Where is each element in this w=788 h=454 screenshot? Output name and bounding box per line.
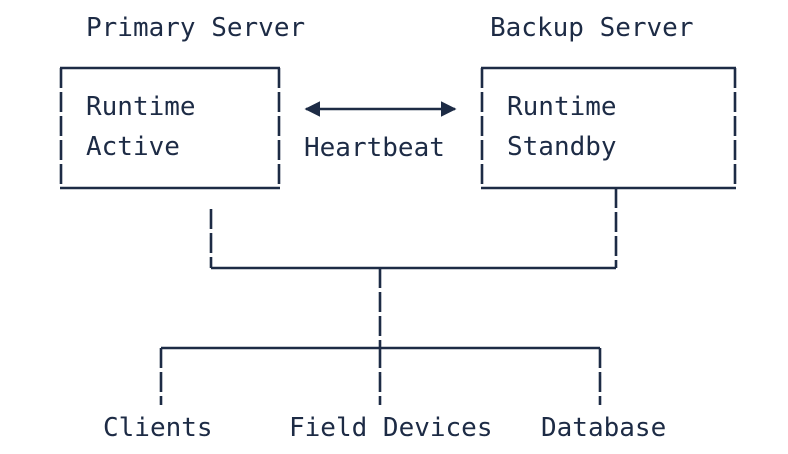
primary-server-title: Primary Server (86, 13, 305, 43)
backup-server-box (480, 66, 737, 190)
backup-runtime-label: Runtime (507, 92, 617, 122)
target-connectors (159, 346, 602, 405)
primary-status-label: Active (86, 132, 180, 162)
primary-runtime-label: Runtime (86, 92, 196, 122)
backup-server-title: Backup Server (490, 13, 694, 43)
clients-label: Clients (103, 413, 213, 443)
field-devices-label: Field Devices (289, 413, 493, 443)
server-connectors (209, 188, 618, 348)
backup-status-label: Standby (507, 132, 617, 162)
database-label: Database (541, 413, 666, 443)
heartbeat-label: Heartbeat (304, 133, 445, 163)
primary-server-box (59, 66, 281, 190)
